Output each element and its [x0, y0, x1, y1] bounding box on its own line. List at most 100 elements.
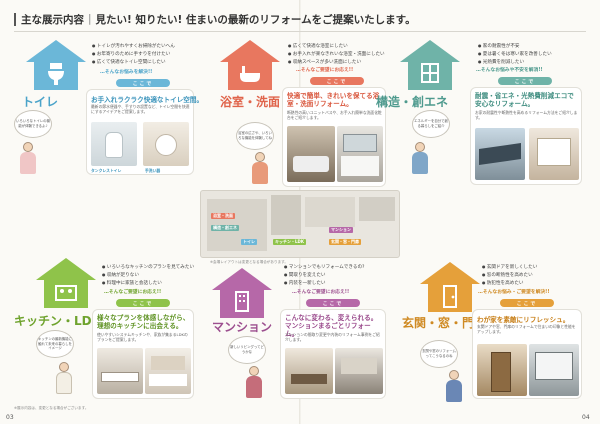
mansion-title: マンション — [212, 320, 273, 334]
header-text: 見たい! 知りたい! 住まいの最新のリフォームをご提案いたします。 — [95, 13, 416, 26]
entrance-bubble: 玄関や窓のリフォームってこうなるのね — [420, 340, 458, 368]
entrance-card: わが家を素敵にリフレッシュ。 玄関ドアや窓、門扉のリフォームで住まいの印象と性能… — [472, 309, 582, 399]
bath-icon — [240, 66, 260, 82]
bath-tagline: 快適で簡単、きれいを保てる浴室・洗面リフォーム。 — [287, 92, 380, 108]
mansion-bullet: 内装を一新したい — [284, 279, 364, 287]
toilet-bullets: トイレが汚れやすくお掃除がたいへん お年寄りのために手すりを付けたい 広くて快適… — [92, 42, 175, 66]
entrance-bullets: 玄関ドアを新しくしたい 窓の断熱性を高めたい 防犯性を高めたい — [482, 263, 538, 287]
bath-bullet: 収納スペースが多い洗面にしたい — [288, 58, 385, 66]
kitchen-photo-2 — [145, 348, 191, 394]
structure-bullet: 家の耐震性が不安 — [478, 42, 552, 50]
toilet-desc: 最新の節水便器や、手すりの設置など、トイレ空間を快適にするアイデアをご提案します… — [91, 104, 190, 115]
entrance-desc: 玄関ドアや窓、門扉のリフォームで住まいの印象と性能をアップします。 — [477, 324, 576, 335]
bath-desc: 断熱性の高いユニットバスや、お手入れ簡単な洗面化粧台をご紹介します。 — [287, 110, 382, 121]
entrance-pill: ここで — [500, 299, 554, 307]
toilet-bullet: お年寄りのために手すりを付けたい — [92, 50, 175, 58]
building-icon — [235, 291, 249, 312]
kitchen-worry: …そんなご要望にお応え!! — [104, 290, 162, 295]
mansion-bullets: マンションでもリフォームできるの? 間取りを変えたい 内装を一新したい — [284, 263, 365, 287]
toilet-title: トイレ — [22, 95, 59, 109]
mansion-photo-2 — [335, 348, 383, 394]
kitchen-tagline: 様々なプランを体感しながら、理想のキッチンに出会える。 — [97, 314, 190, 330]
window-icon — [421, 63, 439, 83]
mansion-desc: マンションの間取り変更や内装のリフォーム事例をご紹介します。 — [285, 332, 380, 343]
structure-photo — [475, 128, 525, 180]
bath-bullet: 広くて快適な浴室にしたい — [288, 42, 385, 50]
toilet-pill: ここで — [116, 79, 170, 87]
toilet-card: お手入れラクラク快適なトイレ空間。 最新の節水便器や、手すりの設置など、トイレ空… — [86, 89, 203, 175]
kitchen-bullet: 収納が足りない — [102, 271, 194, 279]
mansion-bullet: 間取りを変えたい — [284, 271, 364, 279]
mansion-worry: …そんなご要望にお応え!! — [292, 290, 350, 295]
bath-photo-2 — [337, 126, 383, 182]
structure-bullet: 夏は暑く冬は寒い家を改善したい — [478, 50, 552, 58]
header-separator: | — [88, 13, 92, 25]
kitchen-photo — [97, 348, 143, 394]
toilet-tagline: お手入れラクラク快適なトイレ空間。 — [91, 96, 204, 104]
kitchen-card: 様々なプランを体感しながら、理想のキッチンに出会える。 使いやすいシステムキッチ… — [92, 309, 194, 399]
map-footnote: ※会場レイアウトは変更となる場合があります。 — [210, 260, 289, 264]
entrance-photo-2 — [529, 344, 579, 396]
toilet-worry: …そんなお悩みを解決!! — [100, 70, 153, 75]
bath-bullet: お手入れが楽なきれいな浴室・洗面にしたい — [288, 50, 385, 58]
header-label: 主な展示内容 — [21, 13, 84, 26]
bath-bullets: 広くて快適な浴室にしたい お手入れが楽なきれいな浴室・洗面にしたい 収納スペース… — [288, 42, 385, 66]
structure-bubble: エネルギーを自分で創る暮らしをご紹介 — [412, 110, 450, 138]
header-bar — [14, 12, 16, 26]
bath-card: 快適で簡単、きれいを保てる浴室・洗面リフォーム。 断熱性の高いユニットバスや、お… — [282, 87, 386, 187]
mansion-card: こんなに変わる、変えられる。マンションまるごとリフォーム。 マンションの間取り変… — [280, 309, 386, 399]
mansion-bubble: 新しいリビングってどうかな — [228, 336, 266, 364]
structure-photo-2 — [529, 128, 579, 180]
toilet-bullet: トイレが汚れやすくお掃除がたいへん — [92, 42, 175, 50]
kitchen-pill: ここで — [116, 299, 170, 307]
bath-worry: …そんなご要望にお応え!! — [296, 68, 354, 73]
kitchen-bullet: いろいろなキッチンのプランを見てみたい — [102, 263, 194, 271]
map-label-mansion: マンション — [329, 227, 353, 233]
map-label-toilet: トイレ — [241, 239, 257, 245]
toilet-icon — [48, 63, 64, 85]
entrance-bullet: 窓の断熱性を高めたい — [482, 271, 537, 279]
map-label-entrance: 玄関・窓・門扉 — [329, 239, 361, 245]
map-label-structure: 構造・創エネ — [211, 225, 239, 231]
footnote-left: ※展示内容は、変更となる場合がございます。 — [14, 406, 89, 410]
mansion-pill: ここで — [306, 299, 360, 307]
kitchen-desc: 使いやすいシステムキッチンや、家族が集まるLDKのプランをご提案します。 — [97, 332, 188, 343]
mansion-tagline: こんなに変わる、変えられる。マンションまるごとリフォーム。 — [285, 314, 378, 338]
toilet-bullet: 広くて快適なトイレ空間にしたい — [92, 58, 175, 66]
structure-desc: お家の耐震性や断熱性を高めるリフォーム方法をご紹介します。 — [475, 110, 578, 121]
structure-card: 耐震・省エネ・光熱費削減エコで安心なリフォーム。 お家の耐震性や断熱性を高めるリ… — [470, 87, 582, 185]
bath-photo — [287, 126, 335, 182]
structure-bullets: 家の耐震性が不安 夏は暑く冬は寒い家を改善したい 光熱費を削減したい — [478, 42, 552, 66]
structure-bullet: 光熱費を削減したい — [478, 58, 552, 66]
kitchen-icon — [55, 285, 77, 301]
entrance-tagline: わが家を素敵にリフレッシュ。 — [477, 316, 570, 324]
map-label-bath: 浴室・洗面 — [211, 213, 235, 219]
structure-pill: ここで — [498, 77, 552, 85]
venue-map: 浴室・洗面 構造・創エネ トイレ キッチン・LDK 玄関・窓・門扉 マンション — [200, 190, 400, 258]
structure-worry: …そんなお悩みや不安を解消!! — [476, 68, 543, 73]
kitchen-bullet: 料理中に家族と会話したい — [102, 279, 194, 287]
kitchen-title: キッチン・LDK — [14, 314, 101, 328]
door-icon — [443, 285, 457, 308]
entrance-worry: …そんなお悩み・ご要望を解決!! — [478, 290, 550, 295]
bath-title: 浴室・洗面 — [220, 95, 281, 109]
bath-pill: ここで — [310, 77, 364, 85]
toilet-bubble: いろいろなトイレの機能が体験できるよ♪ — [14, 110, 52, 138]
toilet-photo-label: 手洗い器 — [145, 168, 161, 173]
entrance-bullet: 防犯性を高めたい — [482, 279, 537, 287]
entrance-bullet: 玄関ドアを新しくしたい — [482, 263, 538, 271]
map-label-kitchen: キッチン・LDK — [273, 239, 306, 245]
page-number-left: 03 — [6, 414, 14, 421]
entrance-photo — [477, 344, 527, 396]
header-divider — [14, 31, 586, 32]
toilet-photo-label: タンクレストイレ — [91, 168, 122, 173]
kitchen-bubble: キッチンの最新機能に触れて未来の暮らしをイメージ — [36, 330, 74, 358]
structure-title: 構造・創エネ — [376, 95, 449, 109]
structure-tagline: 耐震・省エネ・光熱費削減エコで安心なリフォーム。 — [475, 92, 574, 108]
mansion-bullet: マンションでもリフォームできるの? — [284, 263, 365, 271]
mansion-photo — [285, 348, 333, 394]
kitchen-bullets: いろいろなキッチンのプランを見てみたい 収納が足りない 料理中に家族と会話したい — [102, 263, 194, 287]
page-number-right: 04 — [582, 414, 590, 421]
toilet-photo — [91, 122, 137, 166]
toilet-photo-2 — [143, 122, 189, 166]
